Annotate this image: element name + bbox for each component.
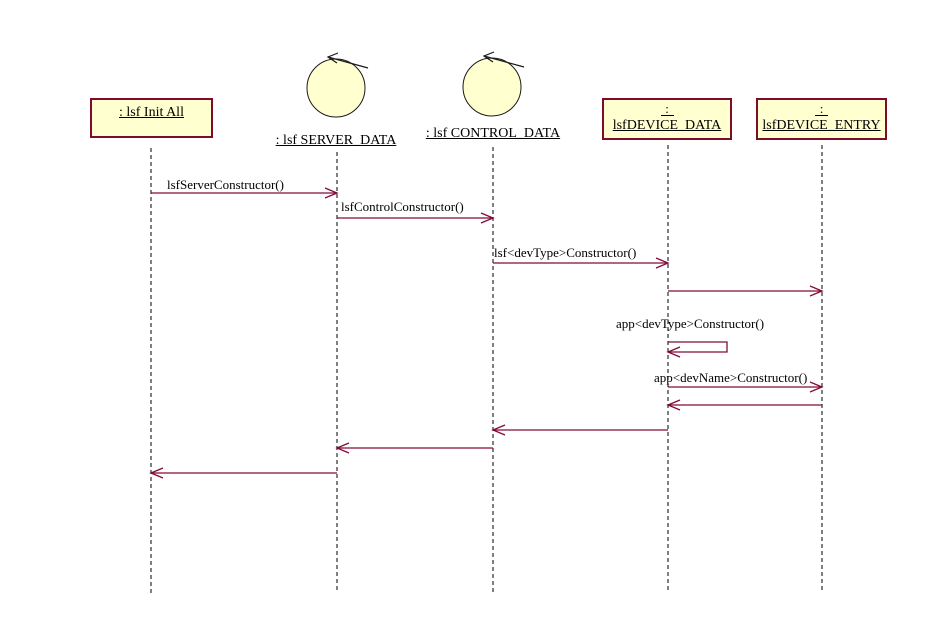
object-colon-lsf-device-entry: :	[815, 102, 828, 116]
message-5-self-arrow-app-devtype-constructor[interactable]	[666, 341, 728, 358]
object-label-lsf-control-data[interactable]: : lsf CONTROL_DATA	[425, 126, 561, 141]
control-object-icon-server-data[interactable]	[306, 52, 369, 118]
message-3-label[interactable]: lsf<devType>Constructor()	[494, 245, 637, 260]
object-head-lsf-init-all[interactable]: : lsf Init All	[90, 98, 213, 138]
message-1-arrow-lsf-server-constructor[interactable]	[151, 187, 339, 199]
object-label-lsf-server-data[interactable]: : lsf SERVER_DATA	[275, 133, 397, 148]
message-1-label[interactable]: lsfServerConstructor()	[167, 177, 284, 192]
message-2-arrow-lsf-control-constructor[interactable]	[337, 212, 495, 224]
object-colon-lsf-device-data: :	[660, 102, 674, 116]
message-7-return-arrow[interactable]	[666, 399, 822, 411]
message-8-return-arrow[interactable]	[491, 424, 668, 436]
message-3-arrow-lsf-devtype-constructor[interactable]	[493, 257, 670, 269]
control-object-icon-control-data[interactable]	[462, 51, 525, 117]
message-6-arrow-app-devname-constructor[interactable]	[668, 381, 824, 393]
message-6-label[interactable]: app<devName>Constructor()	[654, 370, 808, 385]
object-label-lsf-init-all: : lsf Init All	[119, 105, 184, 120]
message-9-return-arrow[interactable]	[335, 442, 493, 454]
object-label-lsf-device-data: lsfDEVICE_DATA	[612, 118, 722, 133]
message-5-label[interactable]: app<devType>Constructor()	[616, 316, 765, 331]
message-10-return-arrow[interactable]	[149, 467, 337, 479]
message-4-arrow-unlabeled[interactable]	[668, 285, 824, 297]
object-head-lsf-device-entry[interactable]: : lsfDEVICE_ENTRY	[756, 98, 887, 140]
object-label-lsf-device-entry: lsfDEVICE_ENTRY	[762, 118, 881, 133]
object-head-lsf-device-data[interactable]: : lsfDEVICE_DATA	[602, 98, 732, 140]
message-2-label[interactable]: lsfControlConstructor()	[341, 199, 464, 214]
